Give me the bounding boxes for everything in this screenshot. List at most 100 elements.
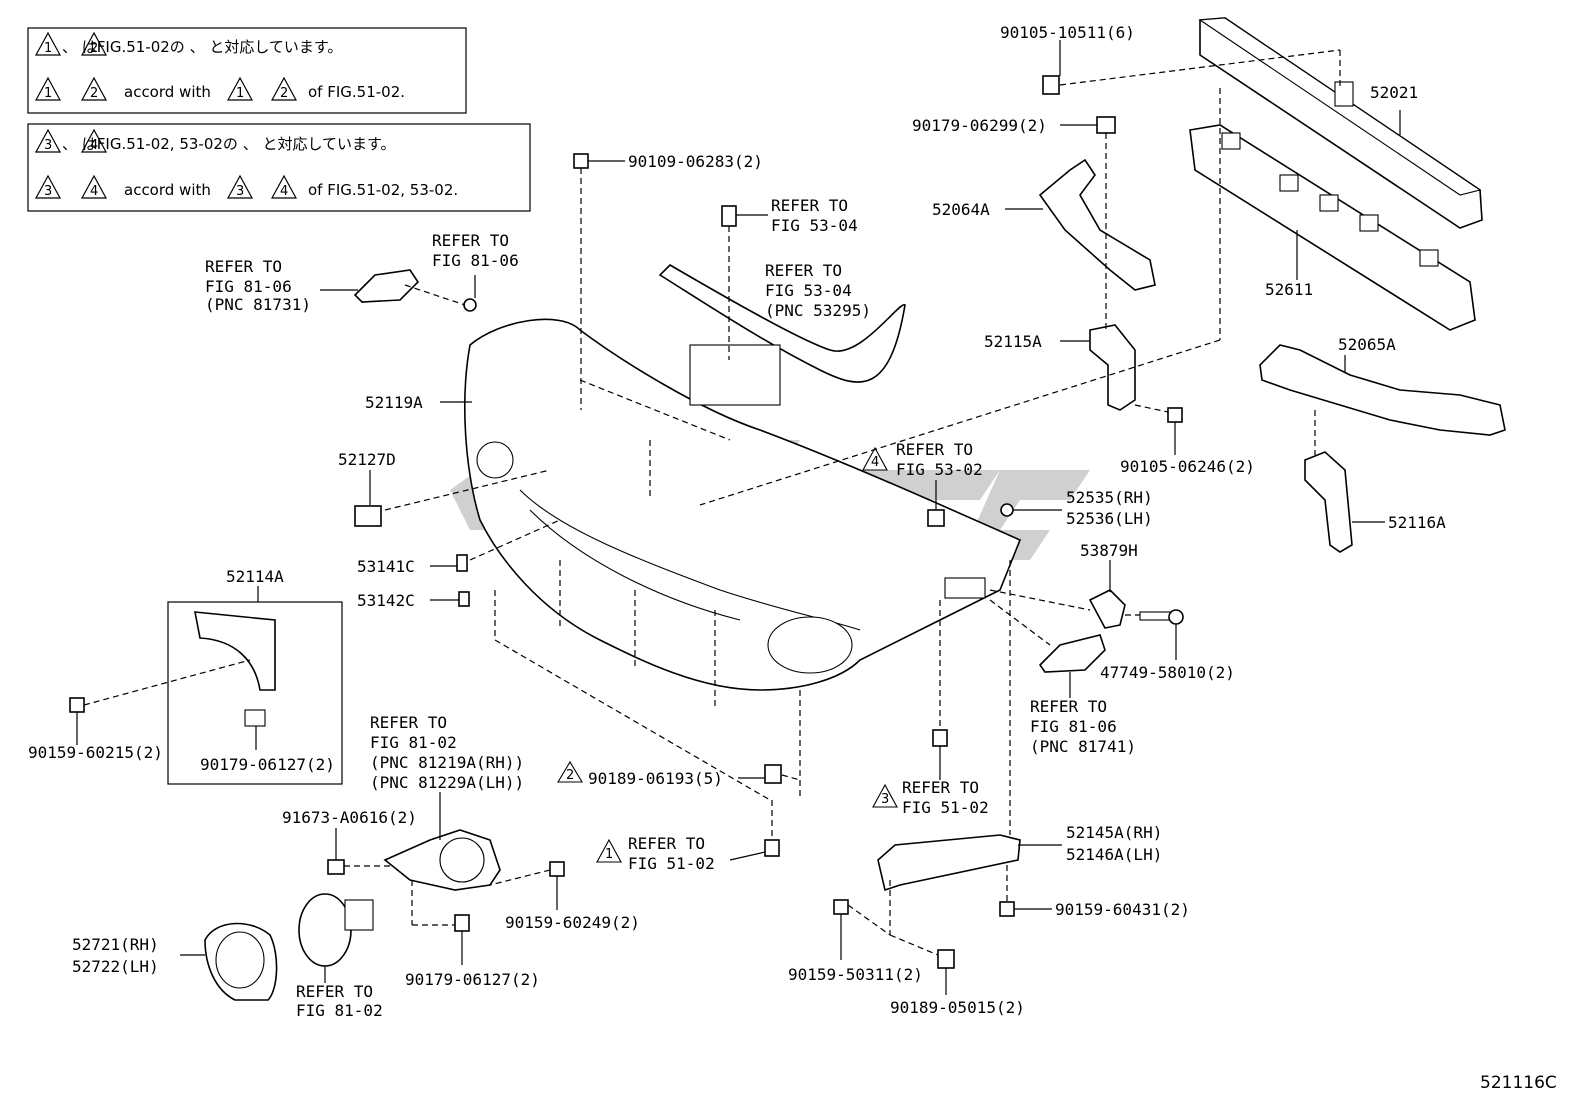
svg-text:3: 3 xyxy=(881,792,889,807)
bracket-52145a: 52145A(RH) 52146A(LH) xyxy=(877,560,1162,892)
svg-text:2: 2 xyxy=(280,86,288,101)
label-refer-51-02-d: FIG 51-02 xyxy=(902,798,989,817)
radiator-grille xyxy=(658,263,906,406)
clip-47749: 47749-58010(2) xyxy=(1100,609,1235,682)
label-refer-81-06-d: FIG 81-06 xyxy=(1030,717,1117,736)
label-53879h: 53879H xyxy=(1080,541,1138,560)
label-52146a-lh: 52146A(LH) xyxy=(1066,845,1162,864)
diagram-id: 521116C xyxy=(1480,1073,1557,1093)
svg-text:1: 1 xyxy=(44,41,52,56)
bolt-90159-60215: 90159-60215(2) xyxy=(28,659,251,762)
bracket-52064a: 52064A xyxy=(932,158,1156,291)
bracket-52065a: 52065A xyxy=(1259,335,1506,436)
svg-text:1: 1 xyxy=(236,86,244,101)
box-52114a: 52114A 90179-06127(2) xyxy=(167,567,343,785)
label-91673-a0616: 91673-A0616(2) xyxy=(282,808,417,827)
label-refer-51-02-a: REFER TO xyxy=(628,834,705,853)
label-90159-60249: 90159-60249(2) xyxy=(505,913,640,932)
clip-refer-53-04: REFER TO FIG 53-04 xyxy=(721,196,858,360)
bracket-53879h: 53879H xyxy=(989,541,1138,629)
label-refer-81-02-a: REFER TO xyxy=(296,982,373,1001)
label-52116a: 52116A xyxy=(1388,513,1446,532)
energy-absorber: 52611 xyxy=(1189,124,1476,331)
svg-text:4: 4 xyxy=(90,138,98,153)
note-1-en-tail: of FIG.51-02. xyxy=(308,83,405,101)
fog-lamp xyxy=(298,893,374,967)
label-52064a: 52064A xyxy=(932,200,990,219)
fog-lamp-cover: 52721(RH) 52722(LH) xyxy=(72,922,278,1001)
svg-text:1: 1 xyxy=(44,86,52,101)
clip-90179-06127-b: 90179-06127(2) xyxy=(405,880,540,989)
cover-52127d: 52127D xyxy=(338,450,396,527)
clip-53142c: 53142C xyxy=(357,591,470,610)
label-47749: 47749-58010(2) xyxy=(1100,663,1235,682)
refer-51-02-t1: 1 REFER TO FIG 51-02 xyxy=(596,800,780,873)
bracket-52115a: 52115A xyxy=(984,324,1136,411)
svg-text:4: 4 xyxy=(280,184,288,199)
label-53141c: 53141C xyxy=(357,557,415,576)
note-box-2: 3 4 、 はFIG.51-02, 53-02の 、 と対応しています。 3 4… xyxy=(27,123,531,212)
nut-90179-06299: 90179-06299(2) xyxy=(912,116,1116,330)
label-90105-06246: 90105-06246(2) xyxy=(1120,457,1255,476)
label-refer-81-02-c: REFER TO xyxy=(370,713,447,732)
label-refer-81-06-e: REFER TO xyxy=(205,257,282,276)
label-52115a: 52115A xyxy=(984,332,1042,351)
label-90189-06193: 90189-06193(5) xyxy=(588,769,723,788)
label-52114a: 52114A xyxy=(226,567,284,586)
label-pnc-81731: (PNC 81731) xyxy=(205,295,311,314)
svg-text:3: 3 xyxy=(44,138,52,153)
clip-90189-06193: 2 90189-06193(5) xyxy=(557,690,801,800)
assembly-lines xyxy=(384,50,1341,801)
bolt-90109-06283: 90109-06283(2) xyxy=(573,152,763,410)
bolt-90159-60431: 90159-60431(2) xyxy=(999,865,1190,919)
fog-lamp-refer: REFER TO FIG 81-02 xyxy=(296,966,383,1020)
refer-51-02-t3: 3 REFER TO FIG 51-02 xyxy=(872,600,989,817)
retainer-52535: 52535(RH) 52536(LH) xyxy=(1000,488,1153,528)
label-refer-53-02-a: REFER TO xyxy=(896,440,973,459)
screw-90159-60249: 90159-60249(2) xyxy=(489,861,640,932)
label-pnc-81229a: (PNC 81229A(LH)) xyxy=(370,773,524,792)
label-90105-10511: 90105-10511(6) xyxy=(1000,23,1135,42)
refer-81-02-block: REFER TO FIG 81-02 (PNC 81219A(RH)) (PNC… xyxy=(370,713,524,840)
refer-81-06-rh: REFER TO FIG 81-06 (PNC 81741) xyxy=(989,599,1136,756)
label-90179-06127-a: 90179-06127(2) xyxy=(200,755,335,774)
label-52065a: 52065A xyxy=(1338,335,1396,354)
label-refer-81-06-b: FIG 81-06 xyxy=(432,251,519,270)
label-90179-06127-b: 90179-06127(2) xyxy=(405,970,540,989)
label-refer-81-06-a: REFER TO xyxy=(432,231,509,250)
svg-text:2: 2 xyxy=(90,41,98,56)
label-53142c: 53142C xyxy=(357,591,415,610)
svg-text:3: 3 xyxy=(44,184,52,199)
refer-53-02-t4: 4 REFER TO FIG 53-02 xyxy=(862,440,983,527)
svg-text:4: 4 xyxy=(90,184,98,199)
label-90109-06283: 90109-06283(2) xyxy=(628,152,763,171)
label-52721-rh: 52721(RH) xyxy=(72,935,159,954)
label-90159-50311: 90159-50311(2) xyxy=(788,965,923,984)
refer-81-06-lh: REFER TO FIG 81-06 REFER TO FIG 81-06 (P… xyxy=(205,231,519,314)
label-refer-51-02-c: REFER TO xyxy=(902,778,979,797)
label-90159-60215: 90159-60215(2) xyxy=(28,743,163,762)
label-refer-53-02-b: FIG 53-02 xyxy=(896,460,983,479)
label-52145a-rh: 52145A(RH) xyxy=(1066,823,1162,842)
label-90159-60431: 90159-60431(2) xyxy=(1055,900,1190,919)
note-2-en-tail: of FIG.51-02, 53-02. xyxy=(308,181,458,199)
label-52127d: 52127D xyxy=(338,450,396,469)
label-refer-81-06-f: FIG 81-06 xyxy=(205,277,292,296)
bumper-reinforcement: 52021 xyxy=(1198,17,1483,229)
label-refer-81-02-b: FIG 81-02 xyxy=(296,1001,383,1020)
label-pnc-81741: (PNC 81741) xyxy=(1030,737,1136,756)
note-2-jp: 、 はFIG.51-02, 53-02の 、 と対応しています。 xyxy=(62,135,396,153)
svg-text:3: 3 xyxy=(236,184,244,199)
label-refer-53-04-a: REFER TO xyxy=(771,196,848,215)
note-1-jp: 、 はFIG.51-02の 、 と対応しています。 xyxy=(62,38,342,56)
label-90179-06299: 90179-06299(2) xyxy=(912,116,1047,135)
grille-refer: REFER TO FIG 53-04 (PNC 53295) xyxy=(765,261,871,320)
bracket-52116a: 52116A xyxy=(1304,451,1446,553)
note-box-1: 1 2 、 はFIG.51-02の 、 と対応しています。 1 2 accord… xyxy=(27,27,467,114)
label-52021: 52021 xyxy=(1370,83,1418,102)
svg-text:4: 4 xyxy=(871,455,879,470)
fog-lamp-bracket: 91673-A0616(2) xyxy=(282,808,501,891)
svg-text:2: 2 xyxy=(90,86,98,101)
label-90189-05015: 90189-05015(2) xyxy=(890,998,1025,1017)
